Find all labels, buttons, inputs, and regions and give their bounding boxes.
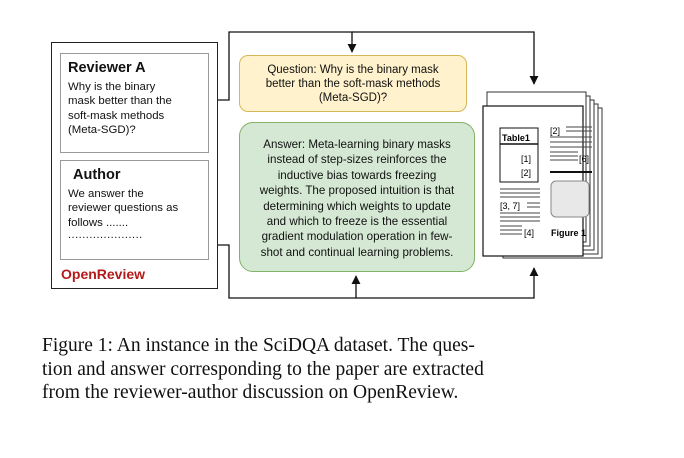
question-line: better than the soft-mask methods xyxy=(265,78,441,91)
reviewer-text-line: mask better than the xyxy=(68,95,172,108)
answer-line: and which to freeze is the essential xyxy=(266,215,448,229)
author-panel: Author We answer the reviewer questions … xyxy=(60,160,209,260)
question-box: Question: Why is the binary mask better … xyxy=(239,55,467,112)
author-title: Author xyxy=(73,167,121,183)
openreview-container xyxy=(51,42,218,289)
reviewer-panel: Reviewer A Why is the binary mask better… xyxy=(60,53,209,153)
answer-line: weights. The proposed intuition is that xyxy=(259,184,455,198)
paper-table-label: Table1 xyxy=(502,133,530,143)
question-line: (Meta-SGD)? xyxy=(318,92,388,105)
diagram-connectors: Table1 [1] [2] [2] [6] Figure 1 [3, 7] [… xyxy=(218,31,603,299)
answer-box: Answer: Meta-learning binary masks inste… xyxy=(239,122,475,272)
answer-line: shot and continual learning problems. xyxy=(260,245,454,259)
answer-line: Answer: Meta-learning binary masks xyxy=(263,138,451,151)
paper-stack-icon: Table1 [1] [2] [2] [6] Figure 1 [3, 7] [… xyxy=(482,91,603,259)
paper-ref-top: [2] xyxy=(550,126,560,136)
answer-line: instead of step-sizes reinforces the xyxy=(267,153,447,167)
arrow-to-answer xyxy=(218,244,361,299)
openreview-label: OpenReview xyxy=(61,266,146,282)
paper-ref-2: [2] xyxy=(521,168,531,178)
arrow-to-question xyxy=(218,31,357,101)
reviewer-text-line: (Meta-SGD)? xyxy=(68,123,136,136)
paper-ref-6: [6] xyxy=(579,154,589,164)
author-dots: ..................... xyxy=(68,228,143,241)
paper-ref-3-7: [3, 7] xyxy=(500,201,520,211)
reviewer-text-line: soft-mask methods xyxy=(68,109,165,122)
caption-line: from the reviewer-author discussion on O… xyxy=(42,382,459,403)
reviewer-title: Reviewer A xyxy=(68,60,146,76)
caption-line: tion and answer corresponding to the pap… xyxy=(42,358,484,380)
question-line: Question: Why is the binary mask xyxy=(267,64,439,76)
author-text-line: reviewer questions as xyxy=(68,202,179,215)
reviewer-text-line: Why is the binary xyxy=(68,81,156,93)
author-text-line: We answer the xyxy=(68,188,144,200)
arrow-to-paper-bottom xyxy=(356,267,539,299)
answer-line: inductive bias towards freezing xyxy=(277,168,437,182)
answer-line: gradient modulation operation in few- xyxy=(261,230,453,244)
author-text-line: follows ....... xyxy=(68,216,129,229)
answer-line: determining which weights to update xyxy=(263,199,451,213)
paper-figure-label: Figure 1 xyxy=(551,228,586,238)
paper-ref-1: [1] xyxy=(521,154,531,164)
arrow-to-paper-top xyxy=(352,31,539,85)
paper-ref-4: [4] xyxy=(524,228,534,238)
caption-line: Figure 1: An instance in the SciDQA data… xyxy=(42,335,475,356)
figure-caption: Figure 1: An instance in the SciDQA data… xyxy=(42,334,642,405)
